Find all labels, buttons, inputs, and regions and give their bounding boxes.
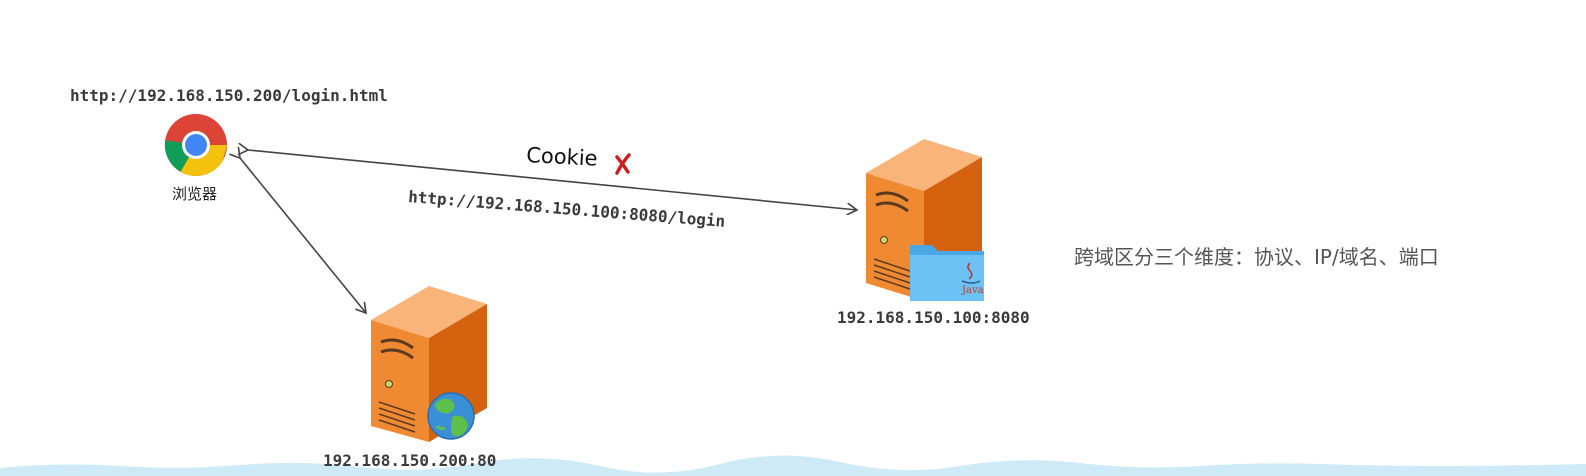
browser-web-server-arrow bbox=[240, 158, 366, 313]
java-server-icon: Java bbox=[866, 139, 984, 301]
browser-url: http://192.168.150.200/login.html bbox=[70, 86, 388, 105]
cookie-label: Cookie bbox=[525, 143, 599, 171]
java-badge-text: Java bbox=[961, 285, 984, 296]
java-server-address: 192.168.150.100:8080 bbox=[837, 308, 1030, 327]
globe-icon bbox=[427, 392, 475, 440]
cross-origin-note: 跨域区分三个维度：协议、IP/域名、端口 bbox=[1074, 245, 1439, 269]
bottom-wave-decoration bbox=[0, 455, 1586, 476]
web-server-icon bbox=[371, 286, 487, 442]
java-folder-icon: Java bbox=[910, 245, 984, 301]
red-x-icon bbox=[615, 153, 631, 175]
chrome-browser-icon bbox=[164, 113, 227, 176]
web-server-address: 192.168.150.200:80 bbox=[323, 451, 497, 470]
browser-label: 浏览器 bbox=[172, 185, 218, 203]
